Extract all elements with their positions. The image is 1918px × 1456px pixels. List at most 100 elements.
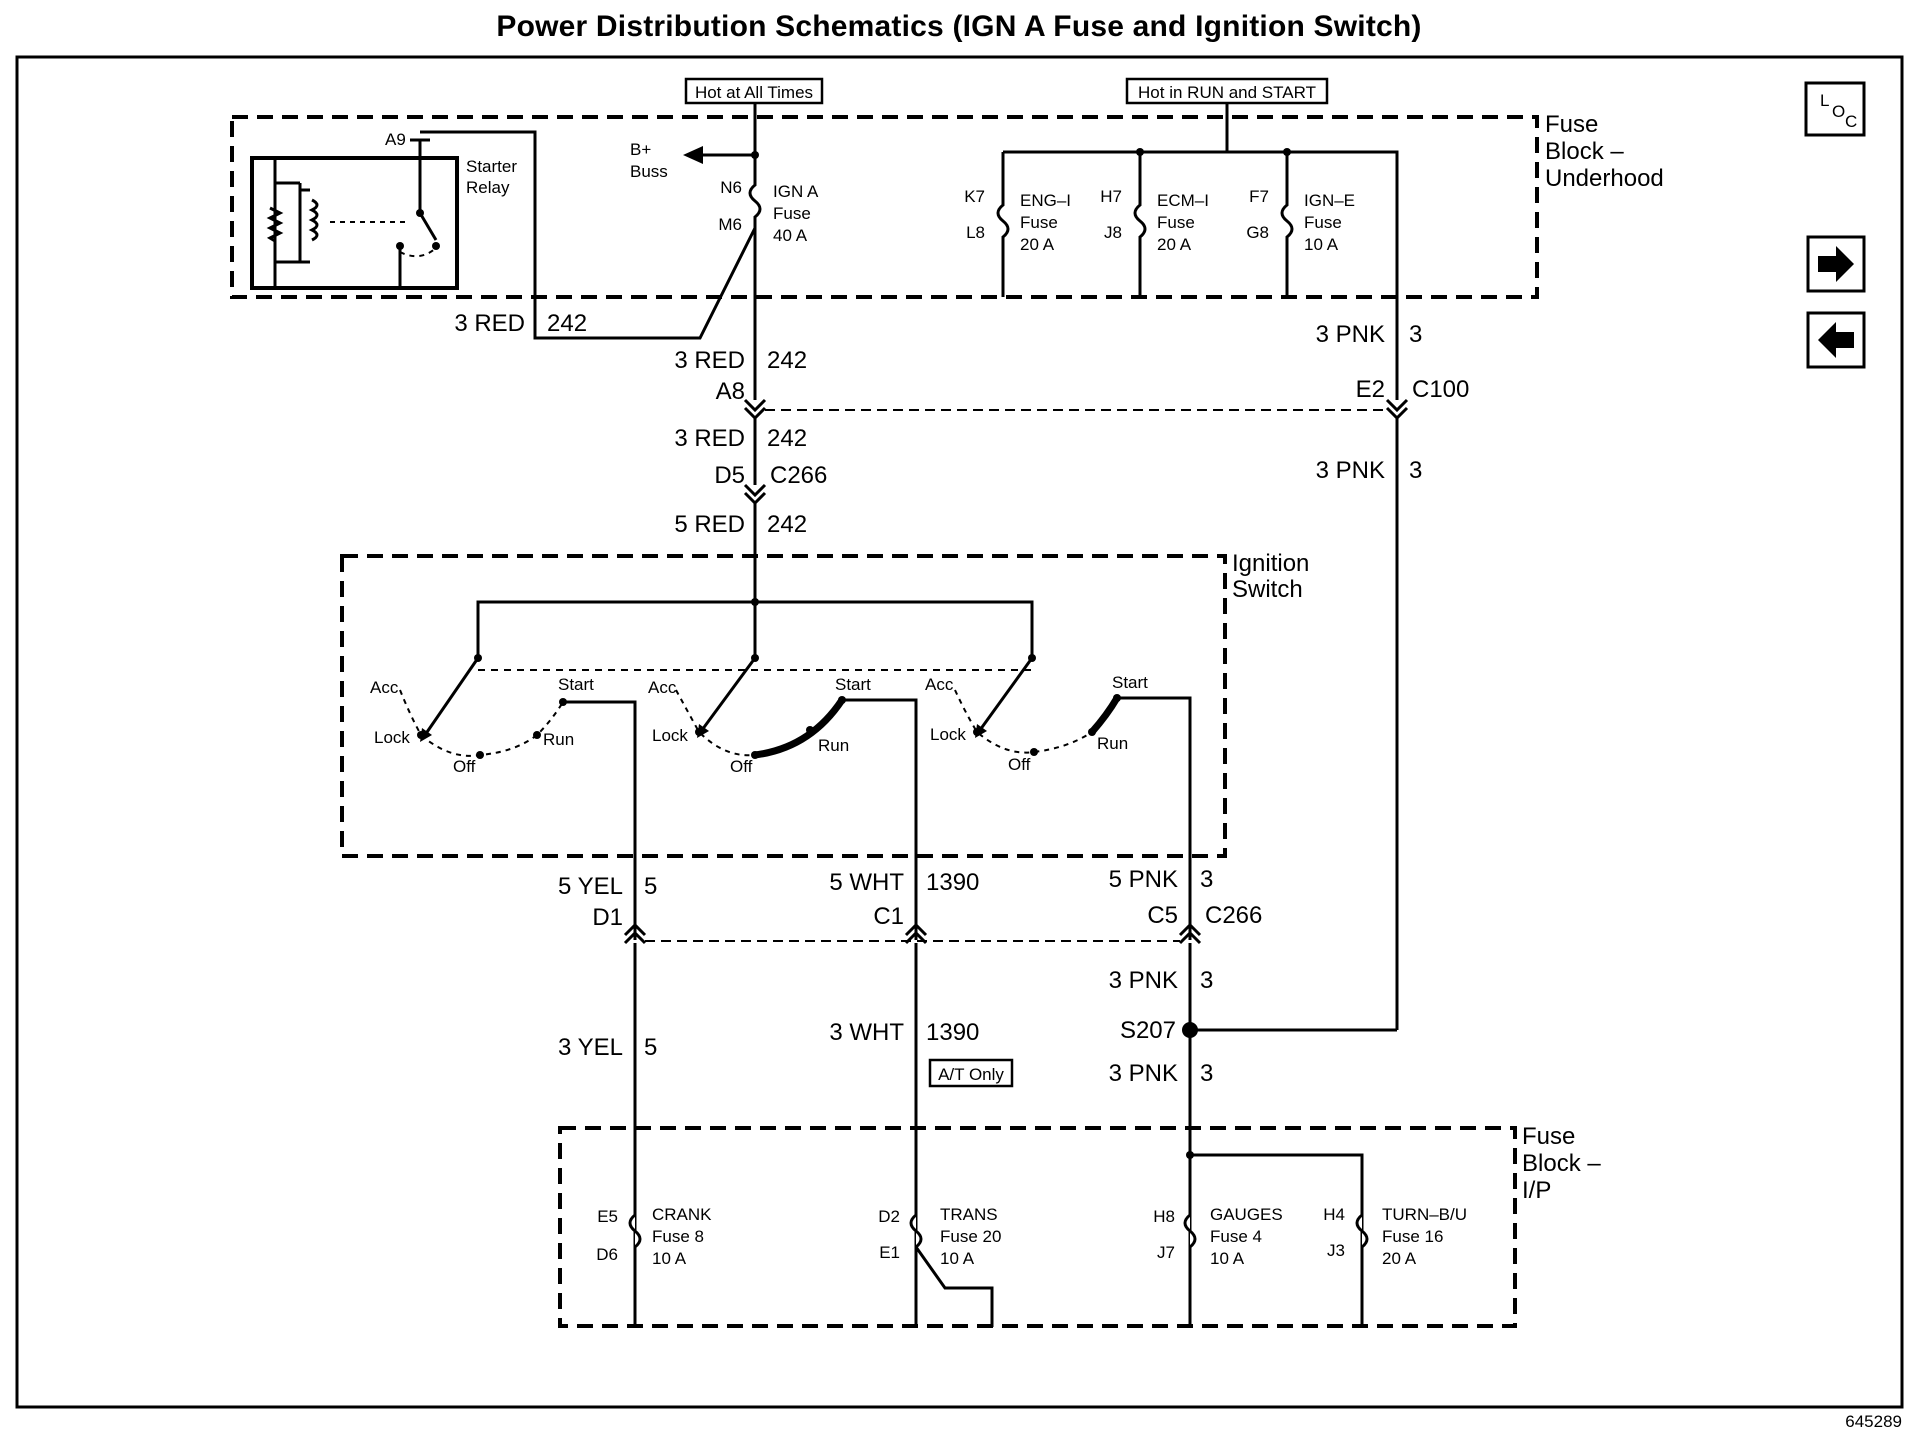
ignition-section-1 xyxy=(399,657,637,940)
underhood-label-2: Block – xyxy=(1545,138,1624,165)
crank-fuse xyxy=(628,1213,642,1249)
sec2-start: Start xyxy=(835,675,871,694)
pnk-mid-color: 3 PNK xyxy=(1316,457,1385,484)
loc-letter-c: C xyxy=(1845,112,1857,131)
ecm-i-fuse xyxy=(1133,152,1147,297)
crank-label-1: CRANK xyxy=(652,1205,712,1224)
eng-i-label-3: 20 A xyxy=(1020,235,1055,254)
wht-low-color: 3 WHT xyxy=(829,1019,904,1046)
sec3-lock: Lock xyxy=(930,725,966,744)
starter-relay-label-2: Relay xyxy=(466,178,510,197)
fuse-block-ip xyxy=(558,1126,1517,1328)
next-page-button[interactable] xyxy=(1806,235,1866,293)
main-1-color: 3 RED xyxy=(674,347,745,374)
c266-top-connector: C266 xyxy=(770,462,827,489)
tag-hot-all-times: Hot at All Times xyxy=(684,77,824,105)
ip-label-1: Fuse xyxy=(1522,1123,1575,1150)
turn-bu-fuse xyxy=(1355,1213,1369,1249)
sec1-run: Run xyxy=(543,730,574,749)
sec2-lock: Lock xyxy=(652,726,688,745)
gauges-fuse xyxy=(1183,1213,1197,1249)
yel-up-color: 5 YEL xyxy=(558,873,623,900)
trans-top-pin: D2 xyxy=(878,1207,900,1226)
underhood-label-1: Fuse xyxy=(1545,111,1598,138)
ecm-i-top-pin: H7 xyxy=(1100,187,1122,206)
turn-bu-label-2: Fuse 16 xyxy=(1382,1227,1443,1246)
wht-up-circuit: 1390 xyxy=(926,869,979,896)
ignition-section-3 xyxy=(954,657,1192,940)
trans-label-3: 10 A xyxy=(940,1249,975,1268)
loc-letter-o: O xyxy=(1832,102,1845,121)
ignition-switch-label-2: Switch xyxy=(1232,576,1303,603)
prev-page-button[interactable] xyxy=(1806,311,1866,369)
splice-label: S207 xyxy=(1120,1017,1176,1044)
trans-bottom-pin: E1 xyxy=(879,1243,900,1262)
fuse-block-underhood xyxy=(230,115,1539,299)
relay-feed-color: 3 RED xyxy=(454,310,525,337)
sec2-acc: Acc xyxy=(648,678,677,697)
ecm-i-bottom-pin: J8 xyxy=(1104,223,1122,242)
eng-i-label-2: Fuse xyxy=(1020,213,1058,232)
wht-low-circuit: 1390 xyxy=(926,1019,979,1046)
eng-i-label-1: ENG–I xyxy=(1020,191,1071,210)
bplus-label-1: B+ xyxy=(630,140,651,159)
sec2-off: Off xyxy=(730,757,753,776)
wht-up-color: 5 WHT xyxy=(829,869,904,896)
gauges-bottom-pin: J7 xyxy=(1157,1243,1175,1262)
trans-fuse xyxy=(909,1213,994,1327)
bplus-label-2: Buss xyxy=(630,162,668,181)
splice-s207 xyxy=(1182,1022,1198,1038)
a8-pin: A8 xyxy=(716,378,745,405)
pnk-to-ip-circuit: 3 xyxy=(1200,1060,1213,1087)
ignition-switch-label-1: Ignition xyxy=(1232,550,1309,577)
pnk-sw-circuit: 3 xyxy=(1200,866,1213,893)
ign-e-bottom-pin: G8 xyxy=(1246,223,1269,242)
ign-a-label-1: IGN A xyxy=(773,182,819,201)
c100-connector: C100 xyxy=(1412,376,1469,403)
eng-i-bottom-pin: L8 xyxy=(966,223,985,242)
loc-button[interactable]: L O C xyxy=(1804,81,1866,137)
pnk-to-ip-color: 3 PNK xyxy=(1109,1060,1178,1087)
figure-number: 645289 xyxy=(1845,1412,1902,1431)
tag-hot-all-times-text: Hot at All Times xyxy=(695,83,813,102)
yel-low-circuit: 5 xyxy=(644,1034,657,1061)
tag-at-only: A/T Only xyxy=(928,1058,1014,1088)
sec3-run: Run xyxy=(1097,734,1128,753)
gauges-label-3: 10 A xyxy=(1210,1249,1245,1268)
crank-bottom-pin: D6 xyxy=(596,1245,618,1264)
turn-bu-label-1: TURN–B/U xyxy=(1382,1205,1467,1224)
c5-pin: C5 xyxy=(1147,902,1178,929)
ign-e-top-pin: F7 xyxy=(1249,187,1269,206)
sec3-start: Start xyxy=(1112,673,1148,692)
eng-i-top-pin: K7 xyxy=(964,187,985,206)
main-2-circuit: 242 xyxy=(767,425,807,452)
pnk-top-color: 3 PNK xyxy=(1316,321,1385,348)
crank-label-2: Fuse 8 xyxy=(652,1227,704,1246)
tag-at-only-text: A/T Only xyxy=(938,1065,1004,1084)
yel-up-circuit: 5 xyxy=(644,873,657,900)
sec1-start: Start xyxy=(558,675,594,694)
turn-bu-bottom-pin: J3 xyxy=(1327,1241,1345,1260)
trans-label-2: Fuse 20 xyxy=(940,1227,1001,1246)
ign-e-label-3: 10 A xyxy=(1304,235,1339,254)
sec1-off: Off xyxy=(453,757,476,776)
main-1-circuit: 242 xyxy=(767,347,807,374)
ecm-i-label-2: Fuse xyxy=(1157,213,1195,232)
gauges-top-pin: H8 xyxy=(1153,1207,1175,1226)
turn-bu-label-3: 20 A xyxy=(1382,1249,1417,1268)
d5-pin: D5 xyxy=(714,462,745,489)
ignition-switch-block xyxy=(340,554,1227,858)
gauges-label-1: GAUGES xyxy=(1210,1205,1283,1224)
main-3-color: 5 RED xyxy=(674,511,745,538)
arrow-right-icon xyxy=(1818,246,1854,282)
sec1-lock: Lock xyxy=(374,728,410,747)
ecm-i-label-3: 20 A xyxy=(1157,235,1192,254)
eng-i-fuse xyxy=(996,152,1010,297)
ign-a-fuse xyxy=(748,103,762,400)
page-title: Power Distribution Schematics (IGN A Fus… xyxy=(496,10,1422,43)
crank-top-pin: E5 xyxy=(597,1207,618,1226)
ignition-section-2 xyxy=(675,657,918,940)
ign-a-label-2: Fuse xyxy=(773,204,811,223)
starter-relay-pin: A9 xyxy=(385,130,406,149)
